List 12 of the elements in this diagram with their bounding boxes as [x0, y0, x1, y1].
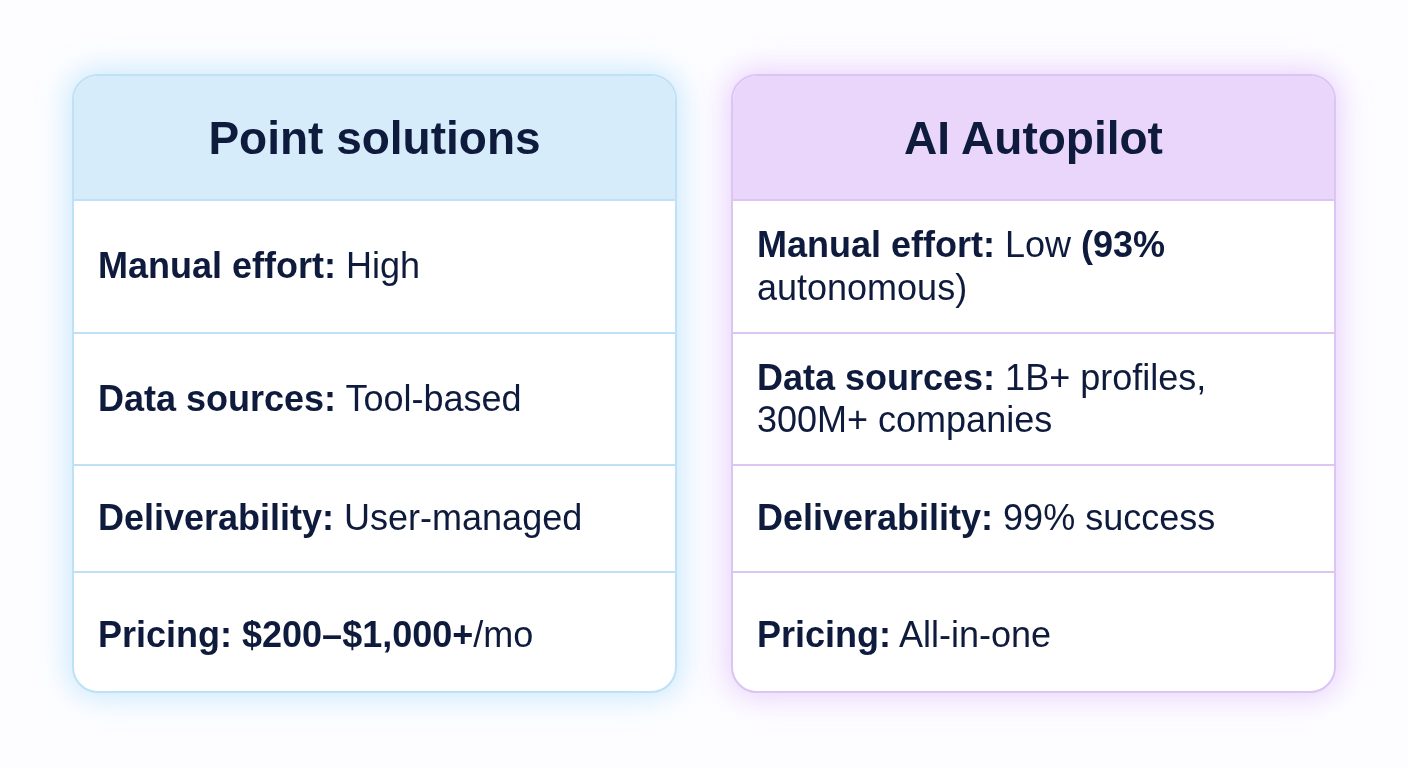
row-text: Pricing: All-in-one [757, 613, 1052, 657]
comparison-card [72, 74, 677, 693]
row-text: Manual effort: Low (93% autonomous) [757, 224, 1167, 309]
row-text: Deliverability: 99% success [757, 497, 1216, 540]
comparison-card [731, 74, 1336, 693]
row-text: Manual effort: High [98, 245, 421, 288]
row-text: Data sources: 1B+ profiles, 300M+ companies [757, 356, 1208, 442]
row-text: Data sources: Tool-based [98, 377, 522, 421]
row-text: Deliverability: User-managed [98, 497, 583, 540]
card-heading: AI Autopilot [904, 110, 1163, 165]
card-heading: Point solutions [208, 110, 541, 165]
row-text: Pricing: $200–$1,000+/mo [98, 613, 534, 657]
